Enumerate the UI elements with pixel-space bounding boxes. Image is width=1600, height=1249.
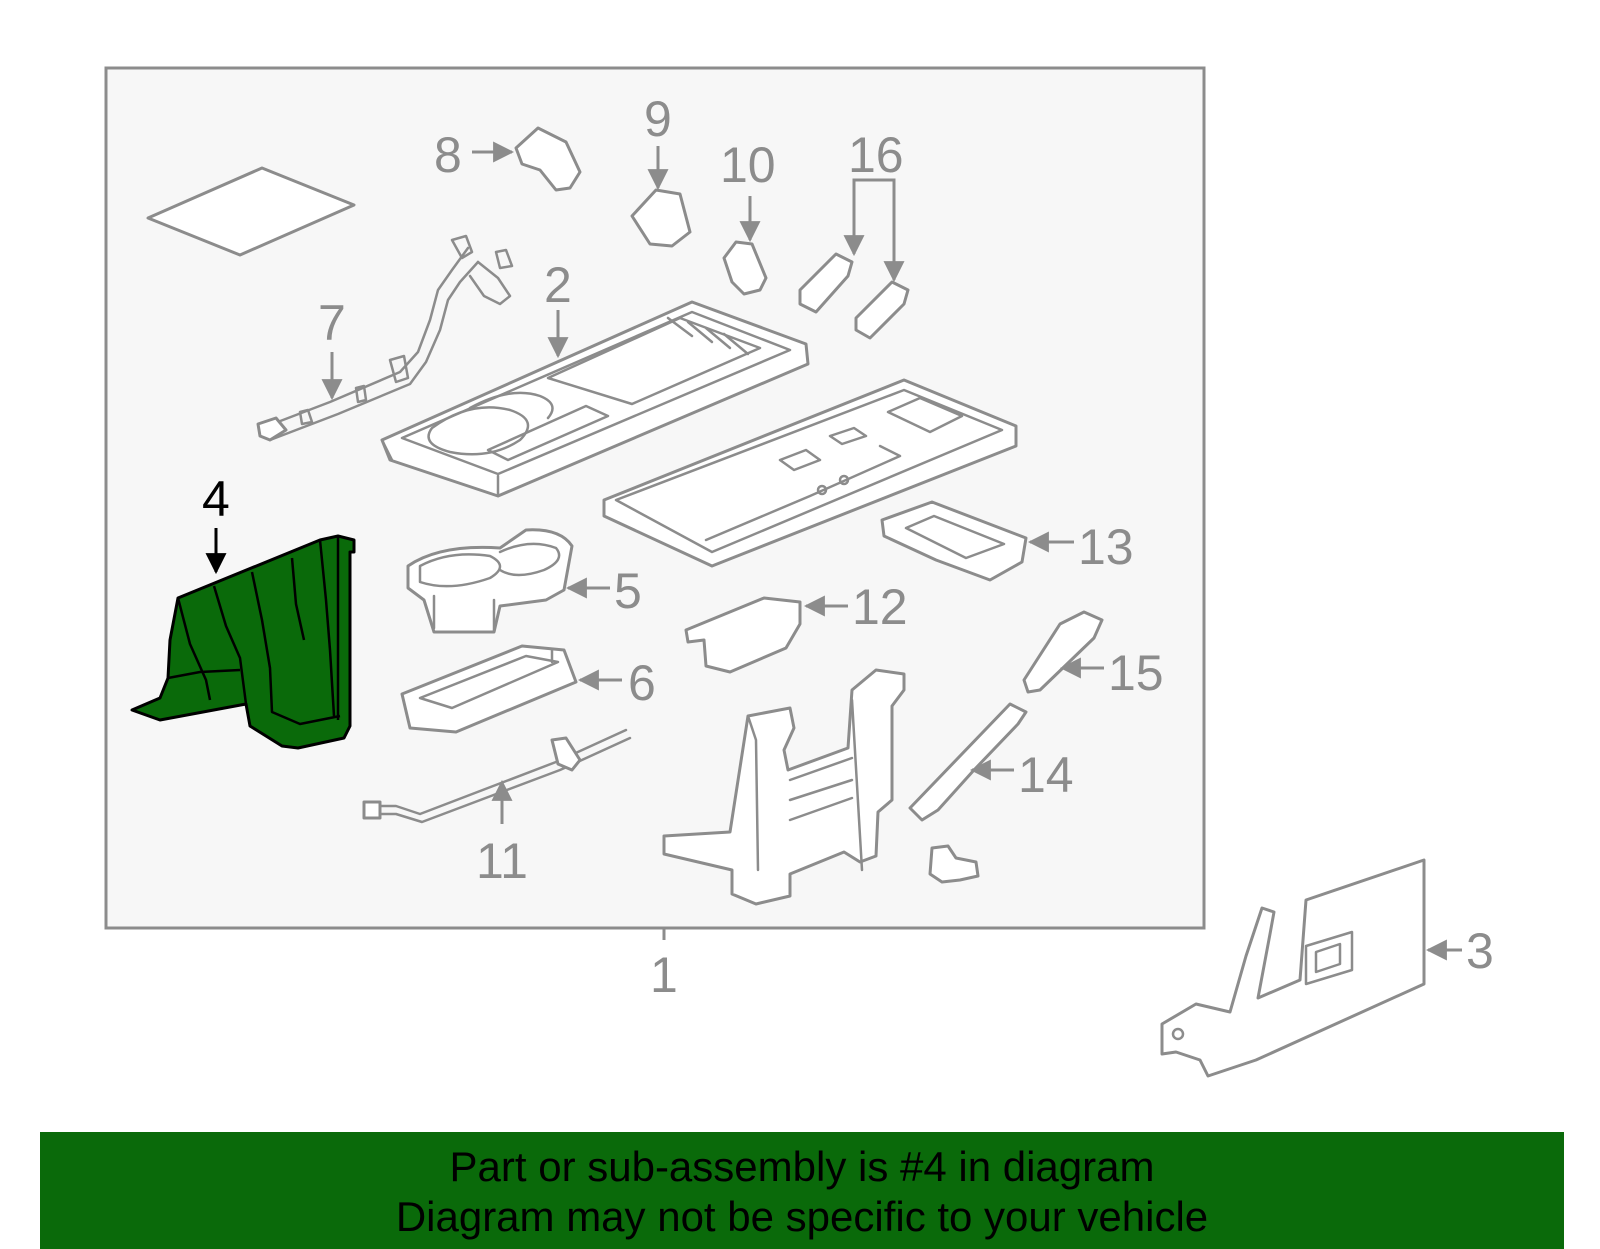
part-4-highlighted[interactable] <box>130 534 356 750</box>
callout-label-6: 6 <box>628 655 656 711</box>
callout-arrows <box>205 141 1462 961</box>
banner-line-2: Diagram may not be specific to your vehi… <box>395 1193 1209 1240</box>
part-8-bracket <box>514 126 582 192</box>
callout-label-11: 11 <box>476 833 528 889</box>
callout-label-3: 3 <box>1466 923 1494 979</box>
callout-label-14: 14 <box>1018 747 1074 803</box>
callout-label-13: 13 <box>1078 519 1134 575</box>
part-15-clip <box>1022 610 1104 694</box>
part-16-pad-a <box>798 252 854 314</box>
callout-label-12: 12 <box>852 579 908 635</box>
callout-label-16: 16 <box>848 127 904 183</box>
lid-pad-shape <box>146 166 356 257</box>
part-11-cable <box>362 728 632 824</box>
console-base-tray <box>602 378 1018 568</box>
info-banner: Part or sub-assembly is #4 in diagram Di… <box>40 1132 1564 1249</box>
callout-label-10: 10 <box>720 137 776 193</box>
callout-label-8: 8 <box>434 127 462 183</box>
part-3-bracket <box>1160 858 1426 1078</box>
part-6-cup-mat <box>400 644 578 734</box>
callout-label-7: 7 <box>318 295 346 351</box>
banner-line-1: Part or sub-assembly is #4 in diagram <box>449 1143 1155 1190</box>
callout-label-15: 15 <box>1108 645 1164 701</box>
lower-bracket-assembly <box>662 668 980 906</box>
part-2-top-tray <box>380 300 810 498</box>
callout-label-5: 5 <box>614 563 642 619</box>
part-10-plug <box>722 240 768 296</box>
part-5-cup-holder <box>406 528 574 634</box>
callout-label-4: 4 <box>202 471 230 527</box>
part-14-rail <box>908 702 1028 822</box>
callout-label-2: 2 <box>544 257 572 313</box>
callout-label-9: 9 <box>644 91 672 147</box>
part-12-bracket <box>684 596 802 674</box>
callout-label-1: 1 <box>650 947 678 1003</box>
part-13-tray <box>880 500 1028 582</box>
